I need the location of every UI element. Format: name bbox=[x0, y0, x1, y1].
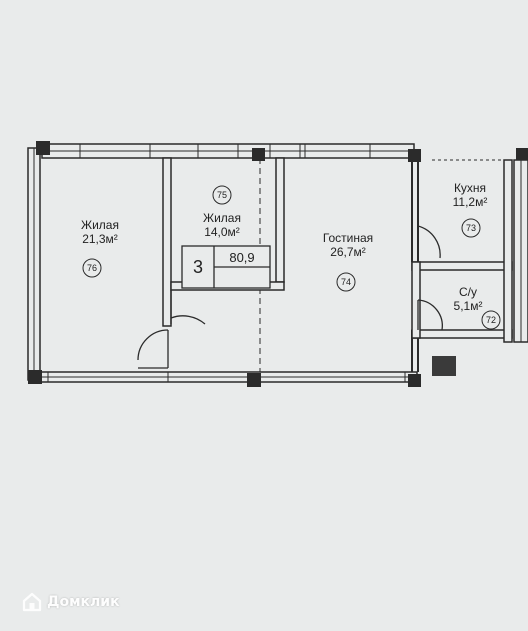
room-name: Жилая bbox=[203, 211, 241, 225]
watermark-text: Домклик bbox=[47, 594, 120, 610]
room-76: Жилая 21,3м² 76 bbox=[81, 218, 119, 278]
room-area: 26,7м² bbox=[330, 245, 366, 259]
room-area: 14,0м² bbox=[204, 225, 240, 239]
domclick-watermark: Домклик bbox=[22, 592, 120, 612]
apartment-info-box: 3 80,9 bbox=[181, 245, 271, 289]
room-name: С/у bbox=[459, 285, 477, 299]
room-area: 21,3м² bbox=[82, 232, 118, 246]
room-number: 74 bbox=[341, 277, 351, 287]
room-73: Кухня 11,2м² 73 bbox=[453, 181, 488, 238]
room-72: С/у 5,1м² 72 bbox=[454, 285, 501, 330]
room-74: Гостиная 26,7м² 74 bbox=[323, 231, 373, 292]
room-75: 75 Жилая 14,0м² bbox=[203, 185, 241, 239]
room-name: Жилая bbox=[81, 218, 119, 232]
structural-columns bbox=[28, 141, 528, 387]
window-marks bbox=[47, 144, 406, 382]
house-logo-icon bbox=[22, 592, 42, 612]
room-number: 75 bbox=[217, 190, 227, 200]
door-swings bbox=[137, 225, 443, 369]
room-number: 73 bbox=[466, 223, 476, 233]
room-name: Кухня bbox=[454, 181, 486, 195]
apartment-rooms-count: 3 bbox=[193, 257, 203, 277]
room-number: 72 bbox=[486, 315, 496, 325]
room-area: 11,2м² bbox=[453, 195, 488, 209]
room-number: 76 bbox=[87, 263, 97, 273]
room-area: 5,1м² bbox=[454, 299, 483, 313]
room-name: Гостиная bbox=[323, 231, 373, 245]
apartment-total-area: 80,9 bbox=[229, 250, 254, 265]
